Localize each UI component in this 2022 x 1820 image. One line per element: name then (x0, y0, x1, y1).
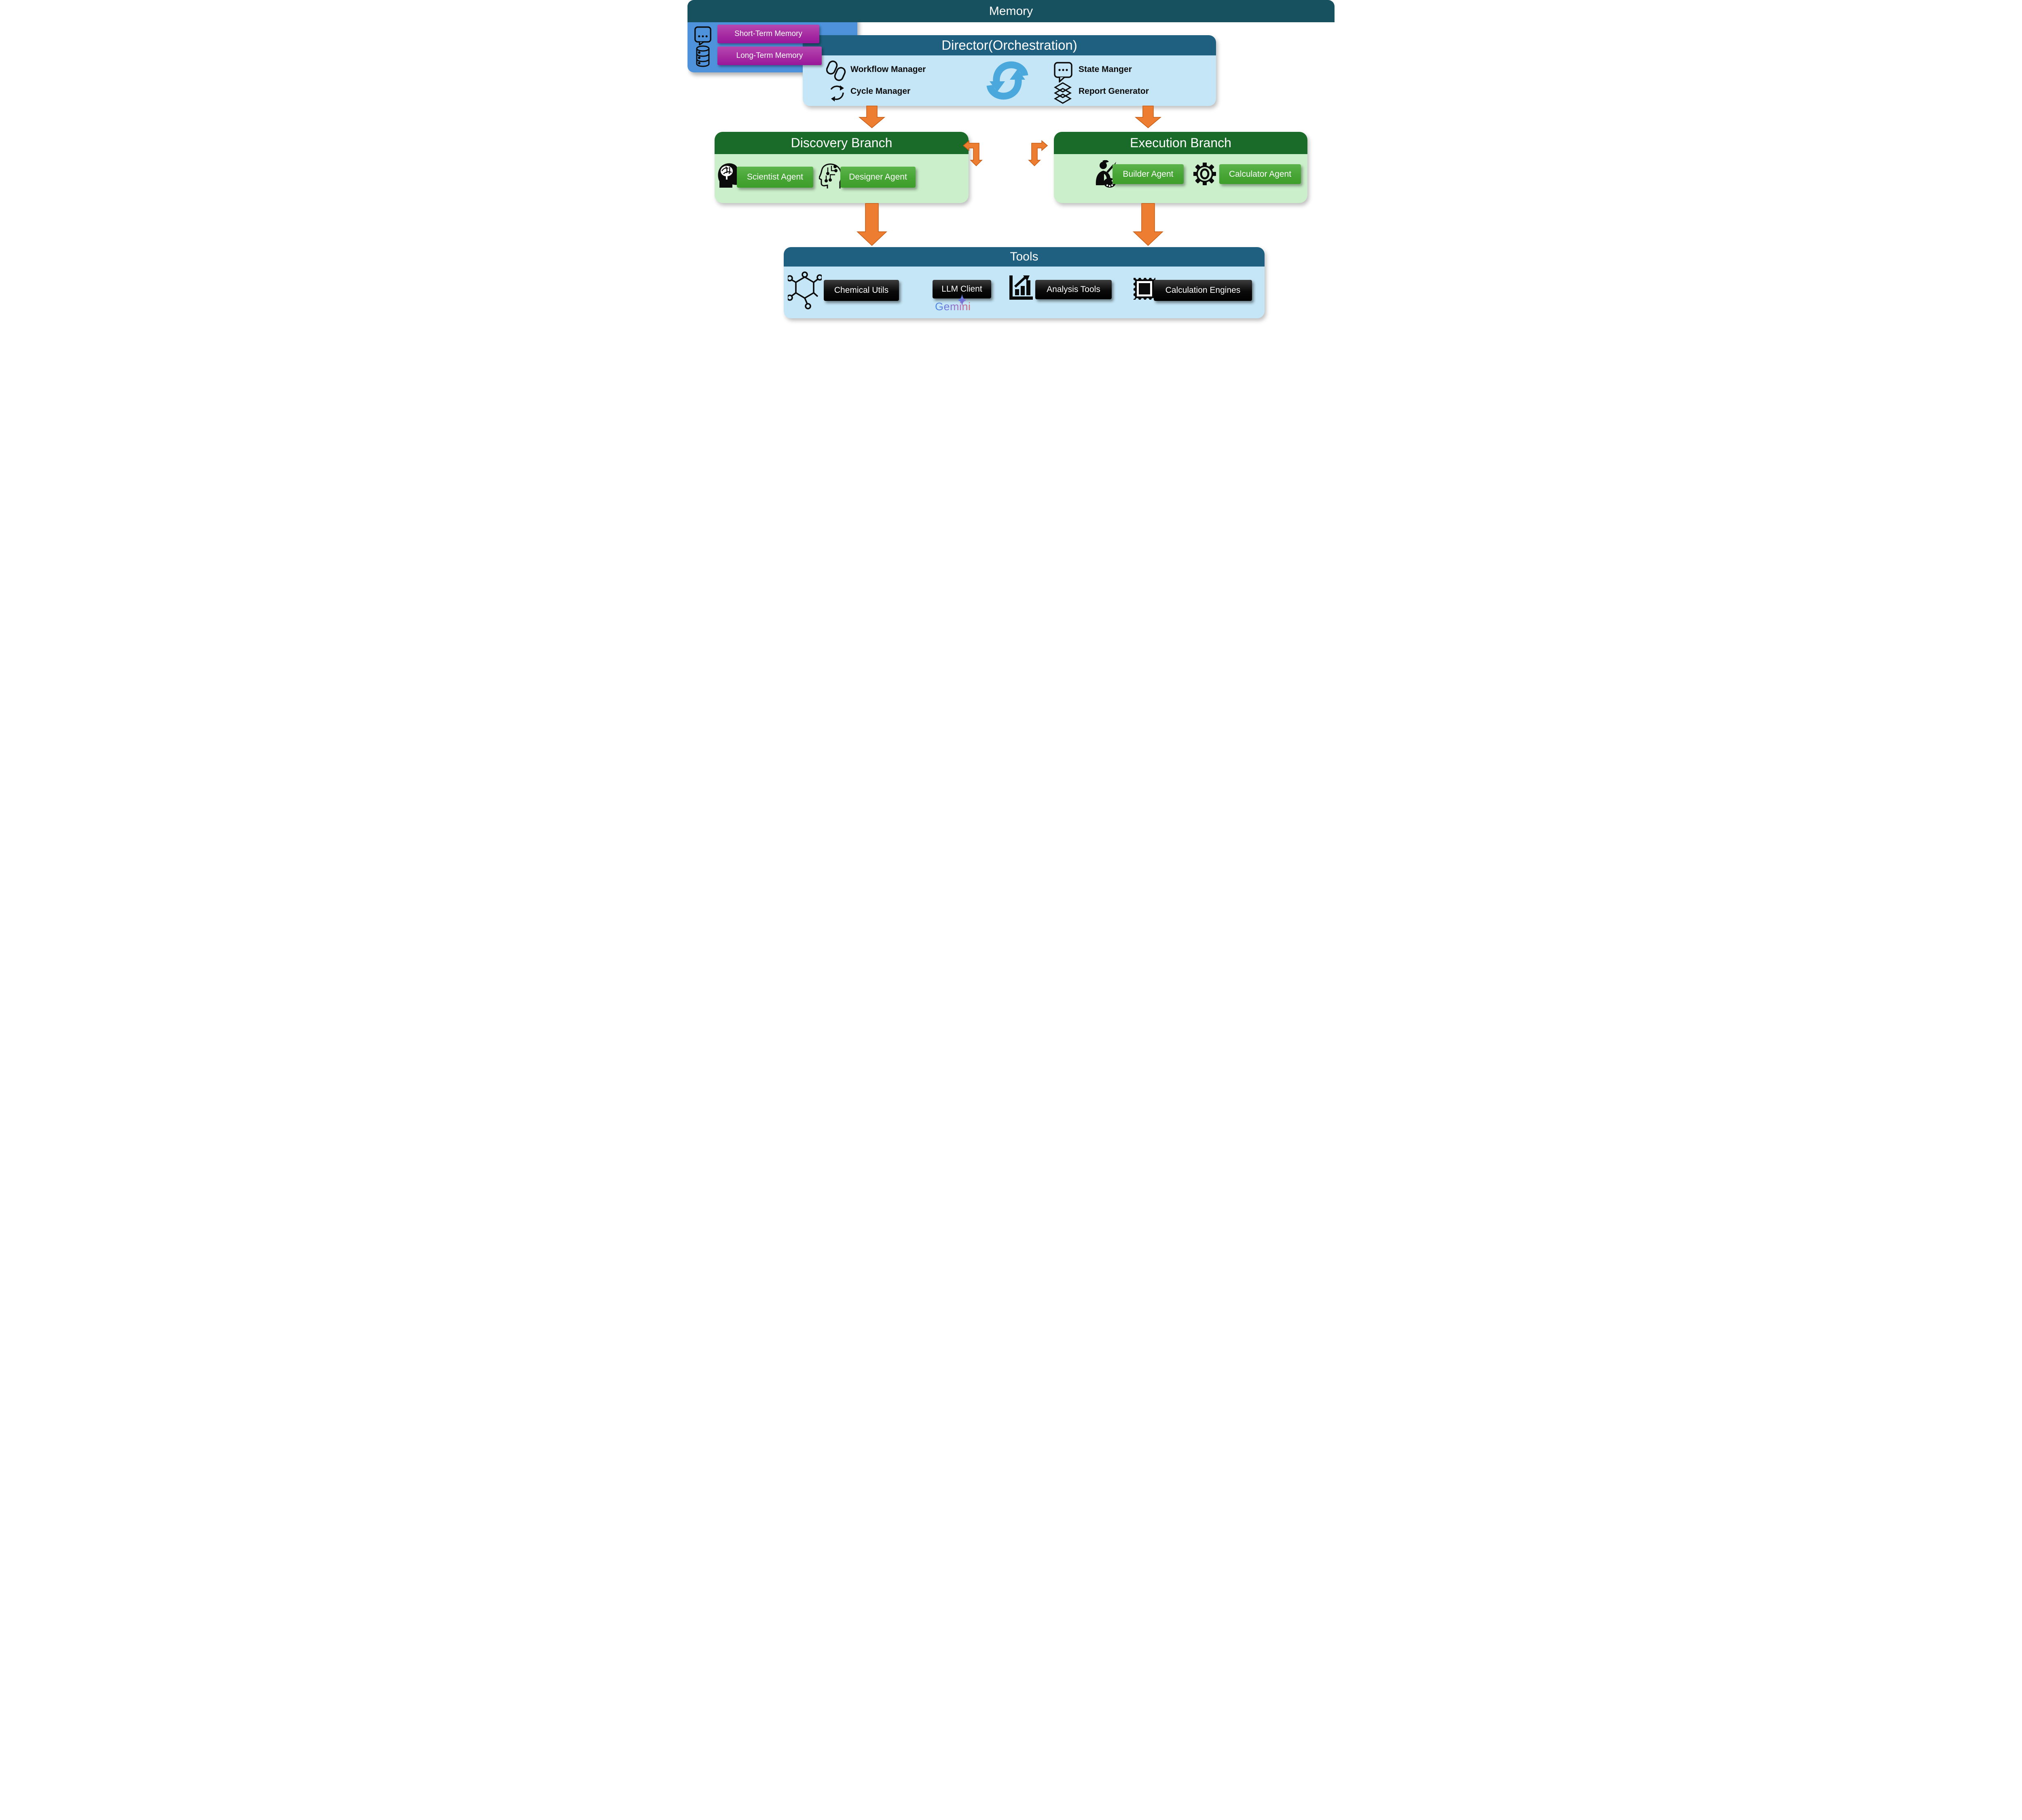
cycle-arrows-icon (828, 84, 846, 102)
diagram-canvas: Director(Orchestration) Workflow Manager… (687, 0, 1335, 364)
speech-bubble-icon (1053, 61, 1073, 83)
tools-title: Tools (784, 247, 1265, 267)
molecule-icon (788, 267, 822, 311)
gear-icon (1193, 163, 1216, 185)
builder-agent-button: Builder Agent (1113, 164, 1184, 184)
gemini-sparkle-icon (957, 294, 967, 306)
calculation-engines-button: Calculation Engines (1154, 280, 1252, 301)
database-icon (695, 45, 711, 67)
short-term-memory-button: Short-Term Memory (717, 25, 819, 43)
long-term-memory-button: Long-Term Memory (717, 47, 822, 65)
scientist-agent-button: Scientist Agent (737, 167, 813, 188)
arrow-director-to-discovery (858, 106, 886, 128)
calculator-agent-button: Calculator Agent (1219, 164, 1301, 184)
chemical-utils-button: Chemical Utils (824, 280, 899, 301)
director-item-label: Report Generator (1079, 87, 1149, 96)
director-title: Director(Orchestration) (803, 35, 1216, 55)
arrow-director-to-execution (1134, 106, 1162, 128)
execution-branch-box: Execution Branch Builder Agent (1054, 132, 1307, 203)
sync-cycle-icon (985, 56, 1030, 105)
chip-stamp-icon (1133, 277, 1156, 301)
brain-head-icon (716, 161, 741, 190)
discovery-branch-title: Discovery Branch (715, 132, 969, 154)
arrow-discovery-to-tools (857, 203, 887, 246)
memory-title: Memory (687, 0, 1335, 22)
designer-agent-button: Designer Agent (840, 167, 916, 188)
director-box: Director(Orchestration) Workflow Manager… (803, 35, 1216, 106)
speech-bubble-icon (694, 26, 712, 45)
discovery-branch-box: Discovery Branch Scientist Agent (715, 132, 969, 203)
circuit-head-icon (819, 162, 842, 190)
analysis-tools-button: Analysis Tools (1035, 280, 1112, 299)
books-stack-icon (1052, 81, 1074, 104)
execution-branch-title: Execution Branch (1054, 132, 1307, 154)
tools-box: Tools Chemical Utils LLM Client (784, 247, 1265, 318)
director-body: Workflow Manager Cycle Manager (803, 55, 1216, 106)
arrow-memory-to-execution (1028, 140, 1048, 167)
arrow-execution-to-tools (1133, 203, 1163, 246)
gemini-logo: Gemini (935, 301, 971, 313)
tools-body: Chemical Utils LLM Client Gemini (784, 267, 1265, 318)
chain-link-icon (826, 60, 846, 81)
director-item-label: Workflow Manager (850, 65, 926, 74)
director-item-label: State Manger (1079, 65, 1132, 74)
director-item-label: Cycle Manager (850, 87, 911, 96)
bar-chart-icon (1008, 275, 1033, 301)
